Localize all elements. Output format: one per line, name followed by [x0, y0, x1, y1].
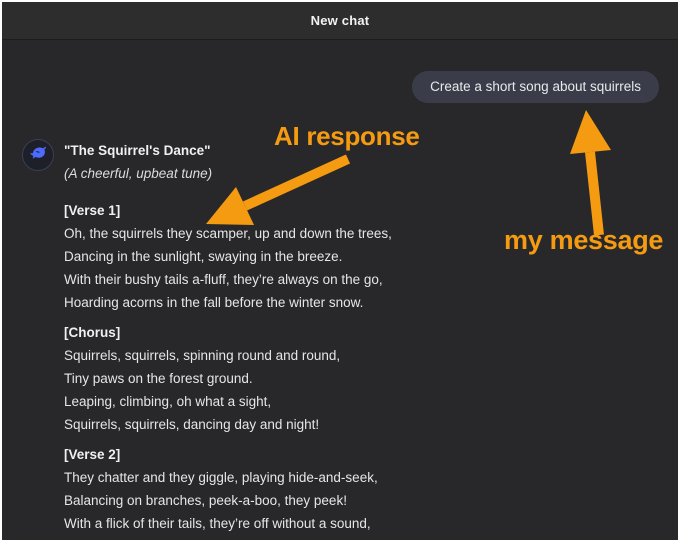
user-message-text: Create a short song about squirrels	[430, 79, 641, 94]
top-bar: New chat	[2, 2, 678, 40]
my-message-arrow-icon	[570, 110, 611, 236]
lyric-line: With their bushy tails a-fluff, they’re …	[64, 272, 383, 287]
lyric-line: They chatter and they giggle, playing hi…	[64, 470, 378, 485]
page-title: New chat	[310, 13, 370, 28]
my-message-annotation-label: my message	[504, 225, 664, 255]
lyric-line: Squirrels, squirrels, dancing day and ni…	[64, 417, 320, 432]
song-title: "The Squirrel's Dance"	[64, 143, 211, 158]
lyric-line: Squirrels, squirrels, spinning round and…	[64, 348, 341, 363]
deepseek-whale-icon	[28, 143, 48, 168]
lyric-line: Hoarding acorns in the fall before the w…	[64, 295, 364, 310]
lyric-line: Oh, the squirrels they scamper, up and d…	[64, 226, 392, 241]
verse-1-section: [Verse 1] Oh, the squirrels they scamper…	[64, 199, 436, 314]
chorus-section: [Chorus] Squirrels, squirrels, spinning …	[64, 321, 436, 436]
assistant-avatar	[22, 139, 54, 171]
section-heading: [Verse 1]	[64, 203, 121, 218]
lyric-line: Tiny paws on the forest ground.	[64, 371, 253, 386]
lyric-line: With a flick of their tails, they’re off…	[64, 516, 371, 531]
ai-response-annotation-label: AI response	[274, 121, 420, 151]
lyric-line: Balancing on branches, peek-a-boo, they …	[64, 493, 347, 508]
section-heading: [Verse 2]	[64, 447, 121, 462]
section-heading: [Chorus]	[64, 325, 121, 340]
verse-2-section: [Verse 2] They chatter and they giggle, …	[64, 443, 436, 535]
lyric-line: Dancing in the sunlight, swaying in the …	[64, 249, 343, 264]
song-subtitle: (A cheerful, upbeat tune)	[64, 166, 213, 181]
assistant-message: "The Squirrel's Dance" (A cheerful, upbe…	[64, 139, 436, 540]
user-message-bubble[interactable]: Create a short song about squirrels	[412, 71, 659, 103]
lyric-line: Leaping, climbing, oh what a sight,	[64, 394, 272, 409]
